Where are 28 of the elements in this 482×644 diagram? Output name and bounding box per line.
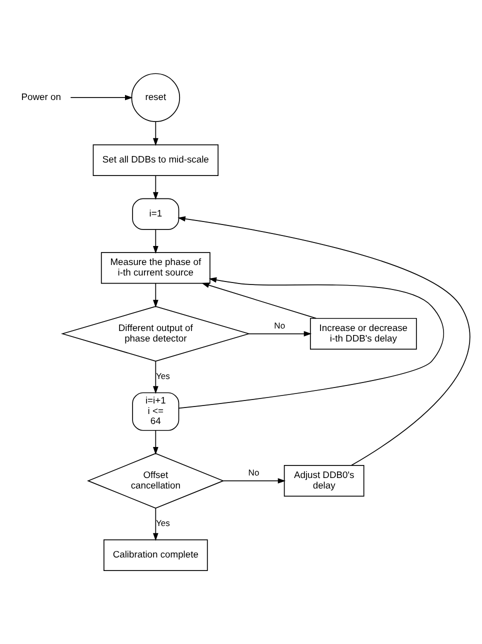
arrow: [223, 478, 286, 484]
node-box: i=i+1 i <= 64: [132, 392, 180, 431]
arrow: [70, 94, 133, 100]
node-text: Power on: [21, 90, 61, 102]
node-box: i=1: [132, 198, 180, 230]
edge-label: No: [248, 468, 260, 478]
node-circle: reset: [131, 73, 180, 122]
node-diamond: Offset cancellation: [86, 453, 224, 509]
arrow: [152, 121, 158, 146]
arrow: [152, 282, 158, 308]
node-box: Adjust DDB0's delay: [284, 465, 364, 497]
edge-label: Yes: [156, 518, 170, 528]
arrow: [152, 175, 158, 200]
node-box: Calibration complete: [104, 539, 208, 571]
edge-label: Yes: [156, 371, 170, 382]
arrow: [178, 216, 470, 466]
arrow: [152, 229, 158, 254]
node-box: Measure the phase of i-th current source: [100, 252, 210, 284]
node-diamond: Different output of phase detector: [60, 306, 250, 362]
node-box: Increase or decrease i-th DDB's delay: [310, 318, 417, 350]
node-box: Set all DDBs to mid-scale: [92, 144, 218, 176]
arrow: [178, 277, 444, 409]
arrow: [202, 282, 317, 319]
arrow: [248, 331, 312, 336]
arrow: [152, 508, 158, 541]
arrow: [152, 360, 158, 394]
arrow: [152, 430, 158, 455]
edge-label: No: [274, 320, 286, 331]
